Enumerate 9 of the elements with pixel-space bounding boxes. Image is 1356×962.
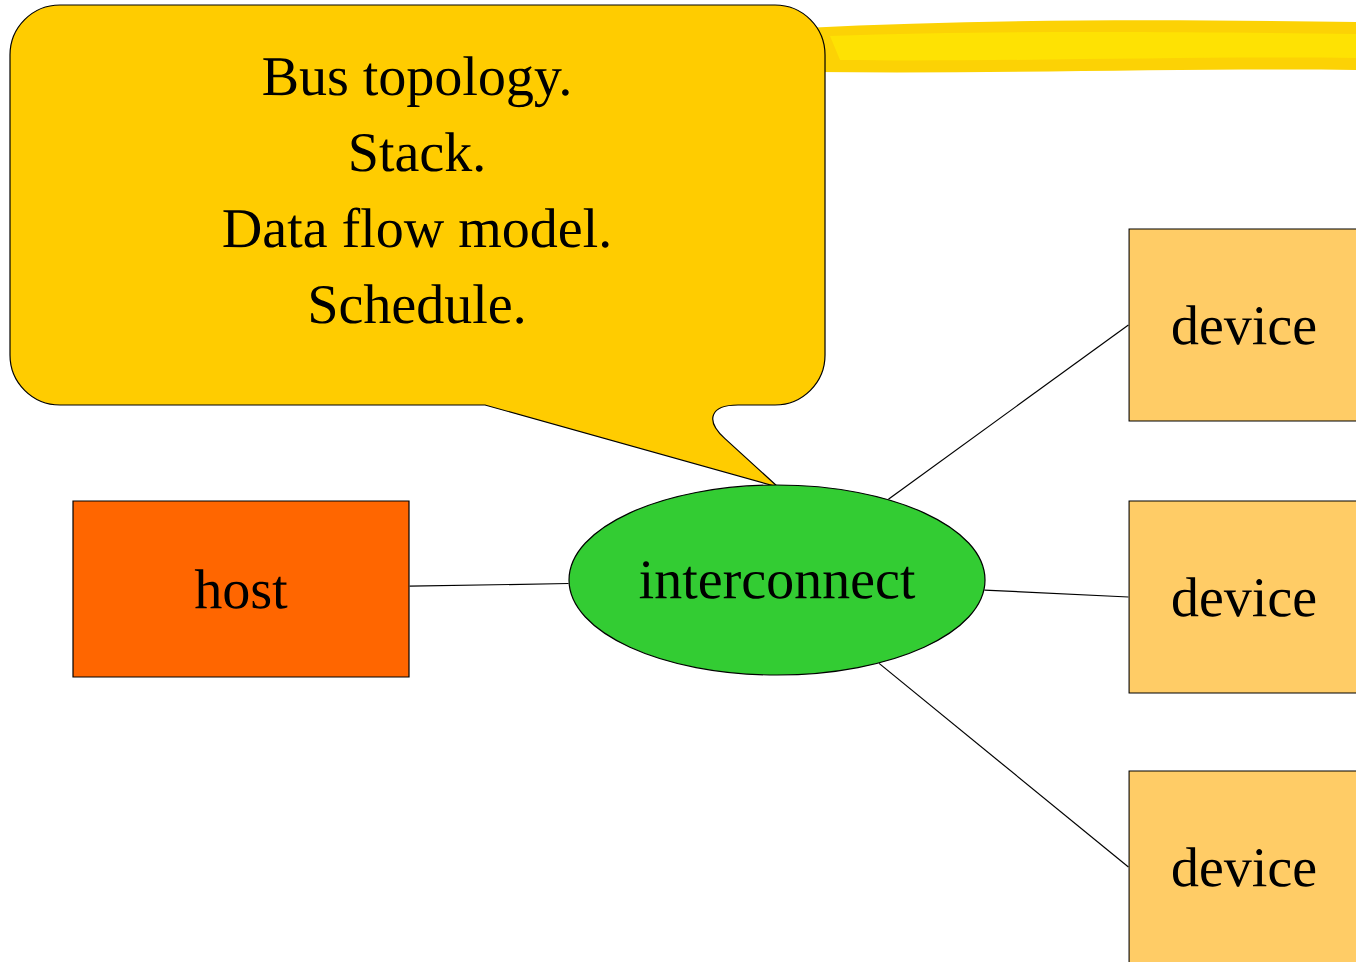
connector-line	[983, 589, 1129, 598]
connector-line	[887, 324, 1129, 500]
host-box: host	[72, 500, 410, 678]
device-box: device	[1128, 228, 1356, 422]
device-box: device	[1128, 500, 1356, 694]
connector-line	[878, 662, 1129, 868]
device-box: device	[1128, 770, 1356, 962]
speech-bubble: Bus topology. Stack. Data flow model. Schedule.	[9, 4, 826, 488]
connector-line	[409, 582, 570, 587]
